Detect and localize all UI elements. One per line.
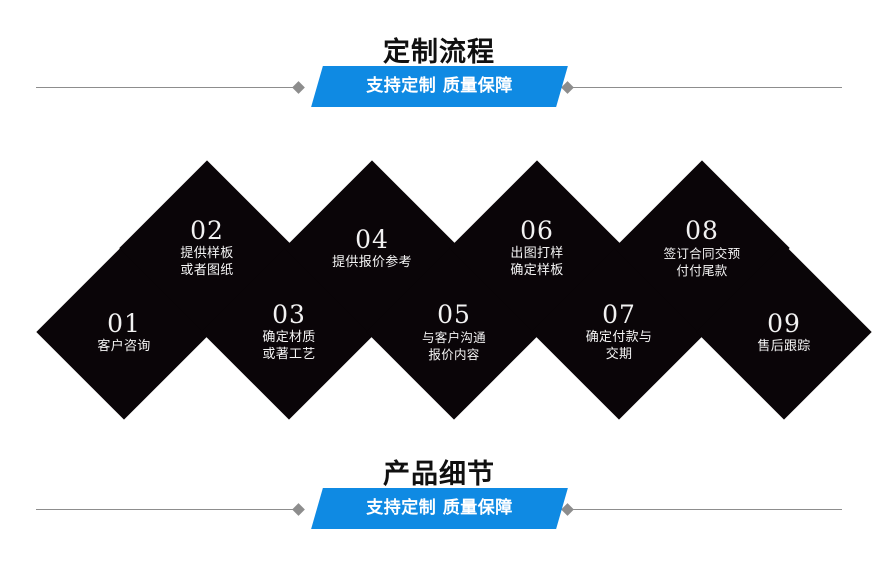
page-title-bottom: 产品细节 [383,459,495,490]
page-title-top: 定制流程 [383,37,495,68]
banner-label-top: 支持定制 质量保障 [366,76,513,96]
header-rule-right [572,87,842,88]
rule-diamond-left-icon [292,81,305,94]
footer-rule-right [572,509,842,510]
footer-rule-left [36,509,298,510]
header-rule-left [36,87,298,88]
section-header-bottom: 产品细节 支持定制 质量保障 [0,458,878,548]
section-header-top: 定制流程 支持定制 质量保障 [0,36,878,126]
banner-label-bottom: 支持定制 质量保障 [366,498,513,518]
footer-rule-diamond-left-icon [292,503,305,516]
